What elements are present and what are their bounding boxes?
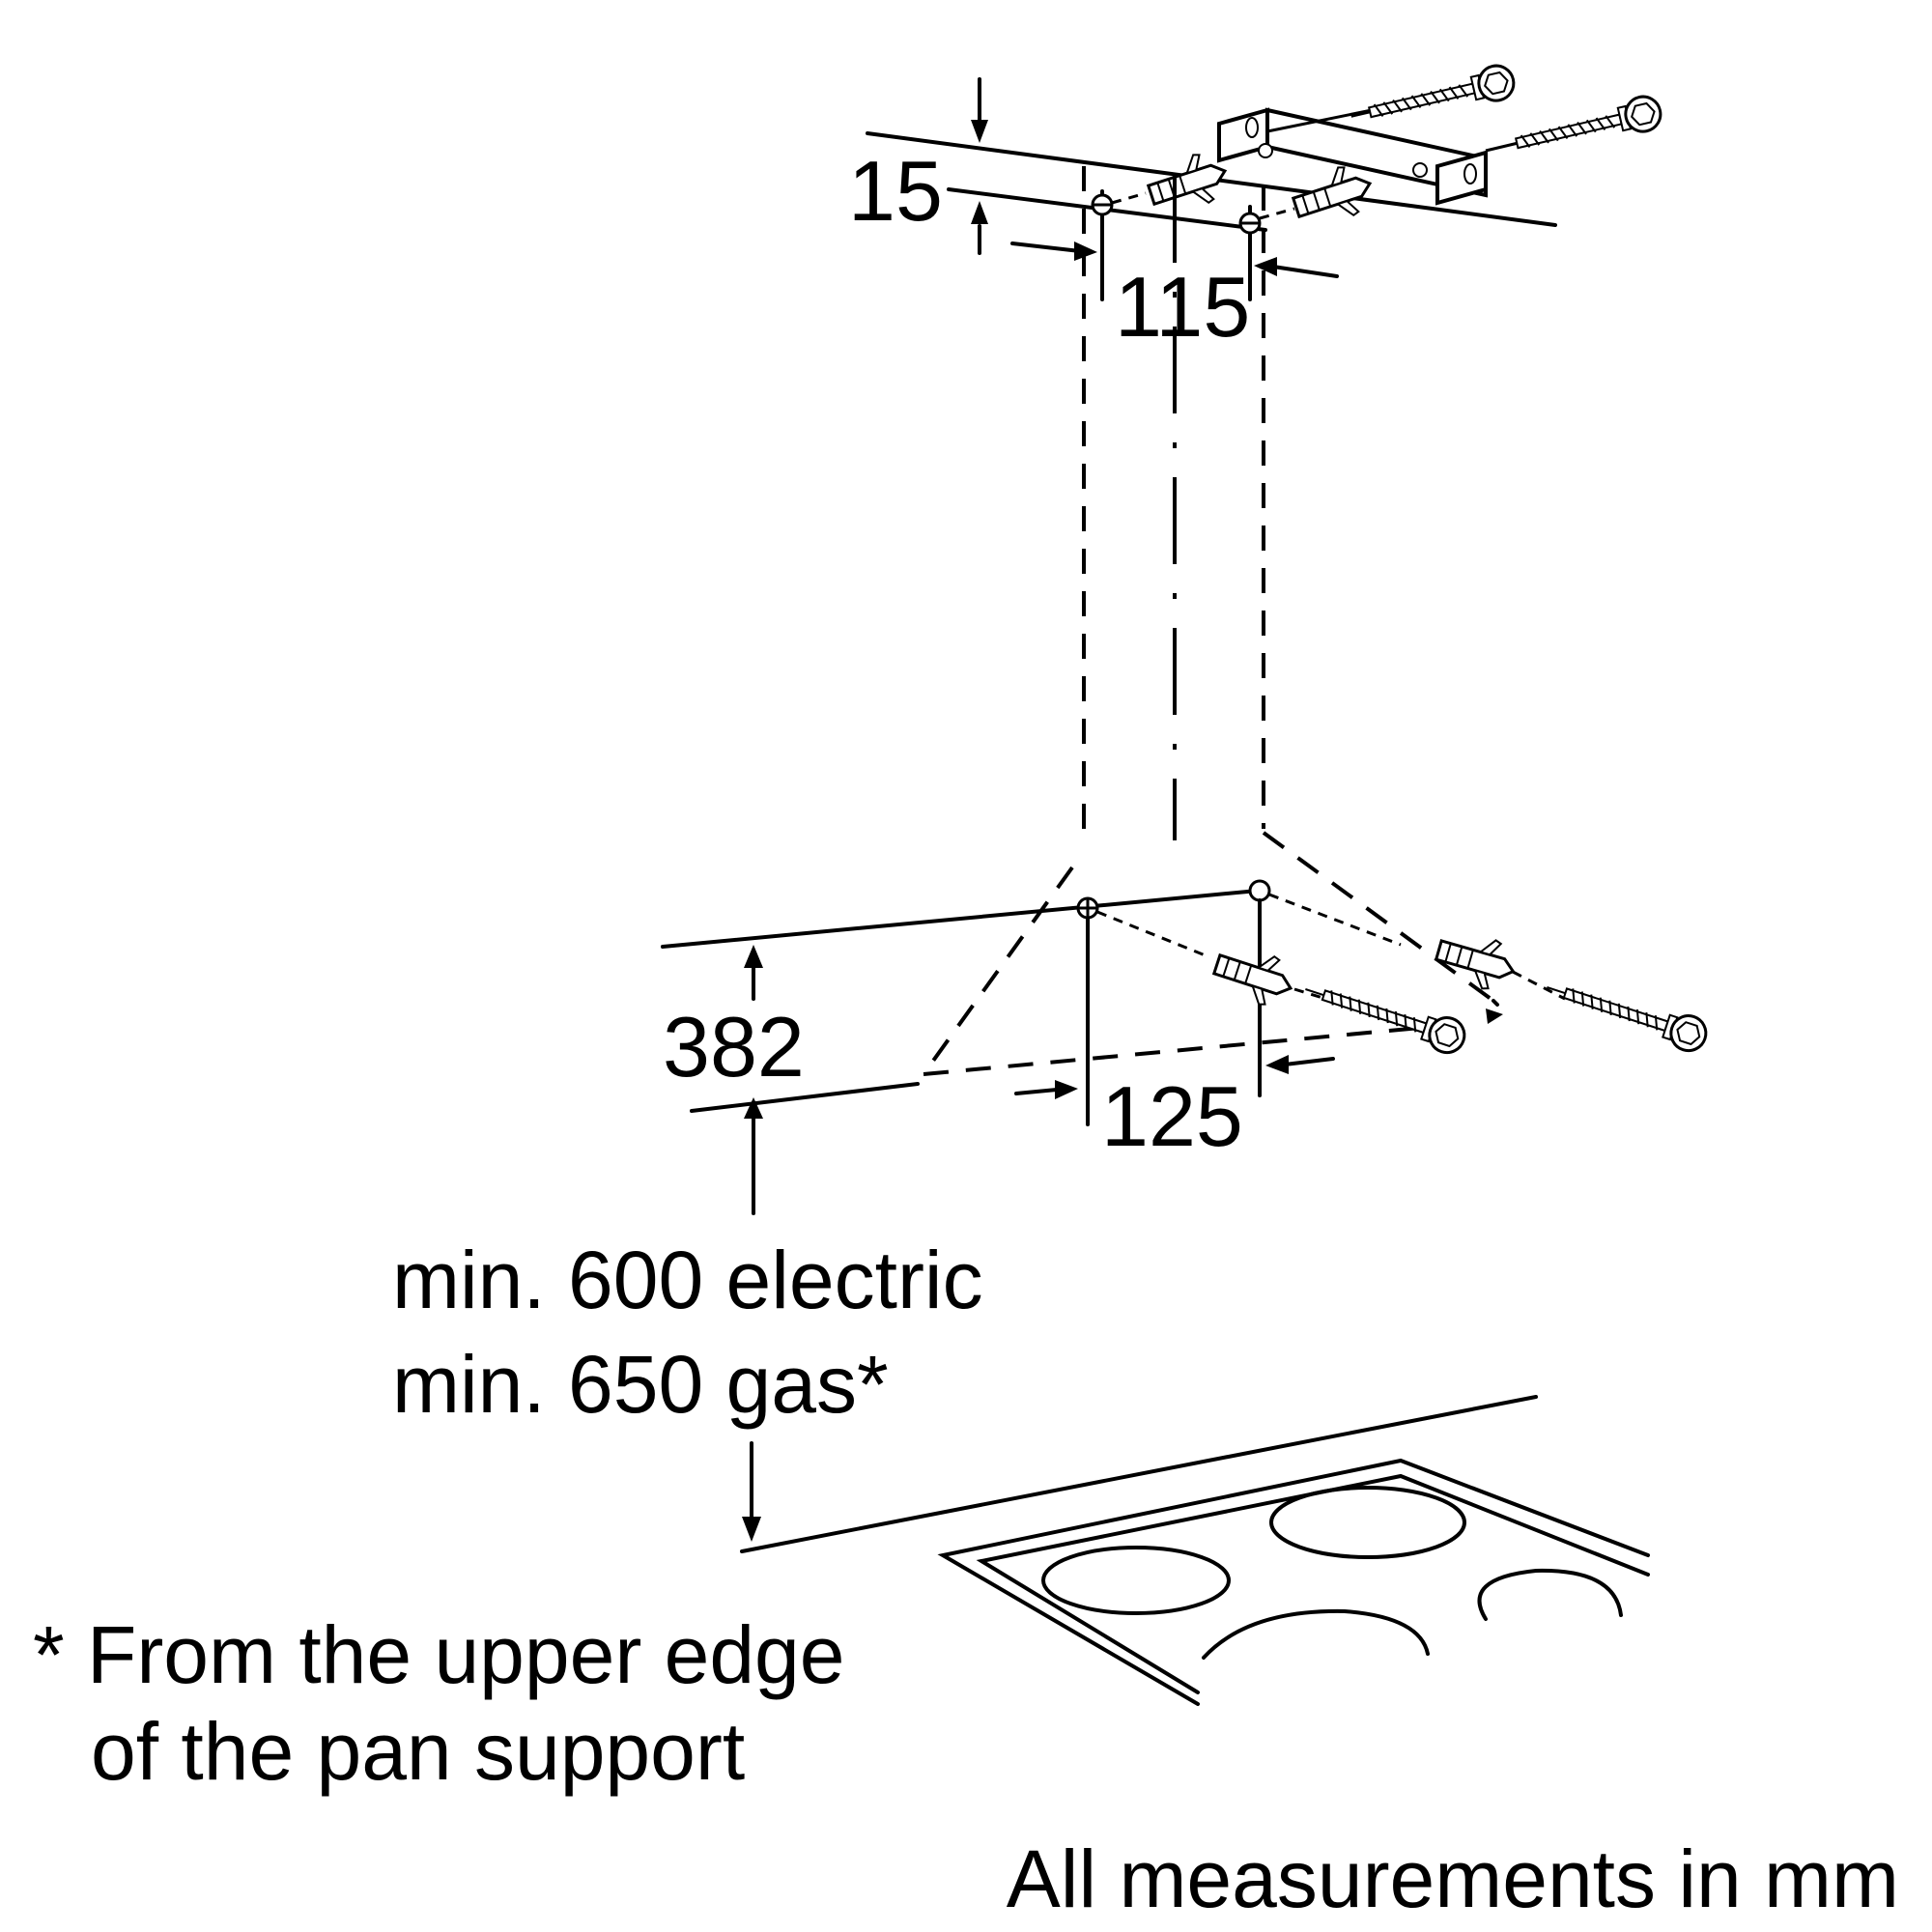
- hood-height-dimension: [744, 945, 763, 1215]
- wall-plug-icon: [1111, 145, 1379, 233]
- cooktop-icon: [740, 1395, 1650, 1706]
- clearance-electric-label: min. 600 electric: [392, 1235, 983, 1325]
- top-hole-spacing-label: 115: [1115, 259, 1250, 355]
- screw-icon: [1266, 61, 1665, 166]
- mounting-bracket-icon: [1217, 107, 1488, 206]
- bottom-hole-spacing-label: 125: [1101, 1068, 1243, 1164]
- ceiling-offset-label: 15: [848, 143, 943, 239]
- top-drill-holes: [1091, 193, 1262, 235]
- footnote-line-2: of the pan support: [91, 1706, 745, 1797]
- chimney-outline: [1082, 166, 1265, 840]
- hood-reference-lines: [661, 889, 1260, 1113]
- footnote-line-1: * From the upper edge: [33, 1609, 845, 1700]
- clearance-gas-label: min. 650 gas*: [392, 1339, 889, 1430]
- top-hole-spacing-dimension: [1010, 242, 1339, 278]
- ceiling-offset-dimension: [971, 77, 988, 255]
- bottom-hole-spacing-dimension: [1014, 1055, 1335, 1099]
- clearance-dimension: [742, 1441, 761, 1542]
- wall-plug-icon: [1096, 893, 1566, 1030]
- units-note: All measurements in mm: [1007, 1833, 1899, 1924]
- hood-height-label: 382: [663, 999, 805, 1094]
- screw-icon: [1298, 969, 1713, 1059]
- hood-body-outline: [922, 831, 1499, 1076]
